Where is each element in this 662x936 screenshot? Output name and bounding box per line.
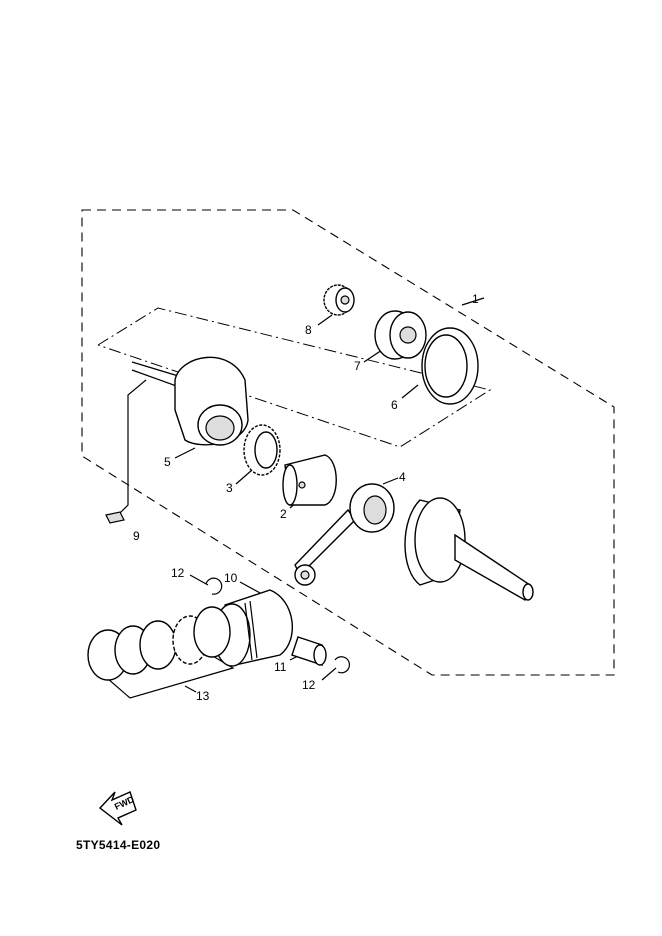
part-3-needle-bearing bbox=[243, 424, 281, 476]
callout-6: 6 bbox=[391, 398, 398, 412]
fwd-arrow-icon bbox=[98, 791, 137, 826]
part-2-crank-pin bbox=[282, 454, 337, 506]
part-12-clip-lower bbox=[334, 656, 351, 674]
callout-5: 5 bbox=[164, 455, 171, 469]
callout-8: 8 bbox=[305, 323, 312, 337]
part-5-crank bbox=[131, 356, 249, 446]
diagram-code: 5TY5414-E020 bbox=[76, 838, 161, 852]
part-7-bearing bbox=[374, 310, 427, 360]
subassembly-outline bbox=[97, 307, 492, 448]
callout-11: 11 bbox=[274, 660, 287, 674]
callout-1: 1 bbox=[472, 292, 479, 306]
crankshaft-right bbox=[404, 497, 534, 602]
part-11-piston-pin bbox=[291, 636, 327, 666]
callout-10: 10 bbox=[224, 571, 238, 585]
callout-3: 3 bbox=[226, 481, 233, 495]
part-13-piston-rings bbox=[87, 606, 231, 681]
part-6-oil-seal bbox=[421, 327, 479, 405]
callout-13: 13 bbox=[196, 689, 210, 703]
callout-12-upper: 12 bbox=[171, 566, 185, 580]
assembly-outline bbox=[81, 209, 615, 676]
callout-4: 4 bbox=[399, 470, 406, 484]
part-4-connecting-rod bbox=[294, 483, 395, 586]
part-12-clip-upper bbox=[205, 577, 223, 595]
callout-9: 9 bbox=[133, 529, 140, 543]
part-9-key bbox=[105, 511, 125, 524]
part-8-gear bbox=[323, 284, 355, 316]
callout-7: 7 bbox=[354, 359, 361, 373]
callout-12-lower: 12 bbox=[302, 678, 316, 692]
callout-2: 2 bbox=[280, 507, 287, 521]
